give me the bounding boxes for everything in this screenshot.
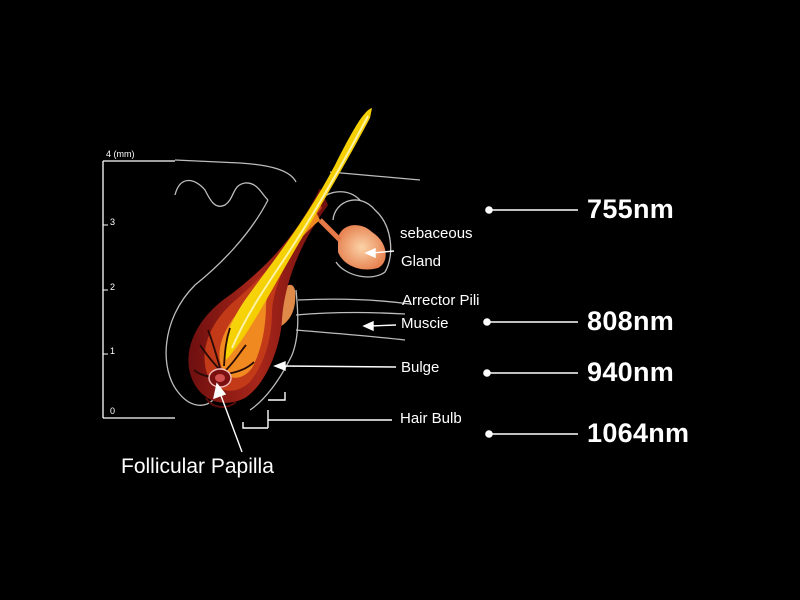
gland-label: Gland bbox=[401, 253, 442, 270]
scale-tick-0: 0 bbox=[110, 406, 116, 416]
annotation-arrows bbox=[213, 247, 397, 453]
wavelength-1064: 1064nm bbox=[587, 418, 690, 448]
scale-tick-1: 1 bbox=[110, 346, 116, 356]
hair-bulb-label: Hair Bulb bbox=[400, 410, 462, 427]
arrector-pili-label: Arrector Pili bbox=[402, 292, 480, 309]
follicular-papilla-label: Follicular Papilla bbox=[121, 455, 274, 478]
wavelength-808: 808nm bbox=[587, 306, 675, 336]
hair-follicle bbox=[188, 108, 372, 408]
scale-tick-2: 2 bbox=[110, 282, 116, 292]
sebaceous-label: sebaceous bbox=[400, 225, 473, 242]
sebaceous-gland bbox=[318, 218, 386, 270]
bulge-label: Bulge bbox=[401, 359, 440, 376]
depth-scale bbox=[102, 160, 175, 419]
wavelength-755: 755nm bbox=[587, 194, 675, 224]
scale-tick-3: 3 bbox=[110, 217, 116, 227]
scale-unit-label: 4 (mm) bbox=[106, 149, 135, 159]
hair-bulb-bracket bbox=[242, 392, 286, 429]
wavelength-940: 940nm bbox=[587, 357, 675, 387]
muscle-label: Muscie bbox=[401, 315, 449, 332]
wavelength-leaders bbox=[483, 206, 578, 438]
